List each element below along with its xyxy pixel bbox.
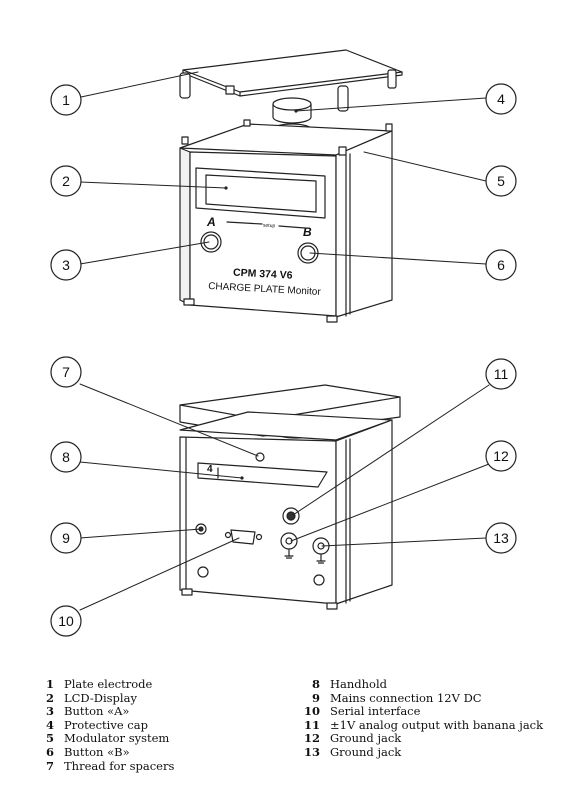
callout-3: 3: [62, 257, 70, 273]
model-text: CPM 374 V6: [233, 267, 293, 282]
button-a-label: A: [206, 215, 216, 229]
callout-13: 13: [493, 530, 509, 546]
callout-6: 6: [497, 257, 505, 273]
callout-1: 1: [62, 92, 70, 108]
callout-2: 2: [62, 173, 70, 189]
legend-item: 11±1V analog output with banana jack: [303, 717, 544, 732]
plate-electrode: [179, 49, 403, 112]
callout-9: 9: [62, 530, 70, 546]
charge-plate-monitor-front: [179, 119, 393, 323]
handhold-mark: 4: [207, 464, 213, 475]
callout-12: 12: [493, 448, 509, 464]
callout-8: 8: [62, 449, 70, 465]
leader-lines: [79, 71, 490, 611]
setup-label: setup: [263, 223, 276, 230]
callout-5: 5: [497, 173, 505, 189]
callout-11: 11: [494, 366, 509, 382]
callout-7: 7: [62, 364, 70, 380]
callout-4: 4: [497, 91, 505, 107]
button-b-label: B: [303, 225, 312, 239]
charge-plate-monitor-rear: [179, 384, 401, 610]
callout-10: 10: [58, 613, 74, 629]
